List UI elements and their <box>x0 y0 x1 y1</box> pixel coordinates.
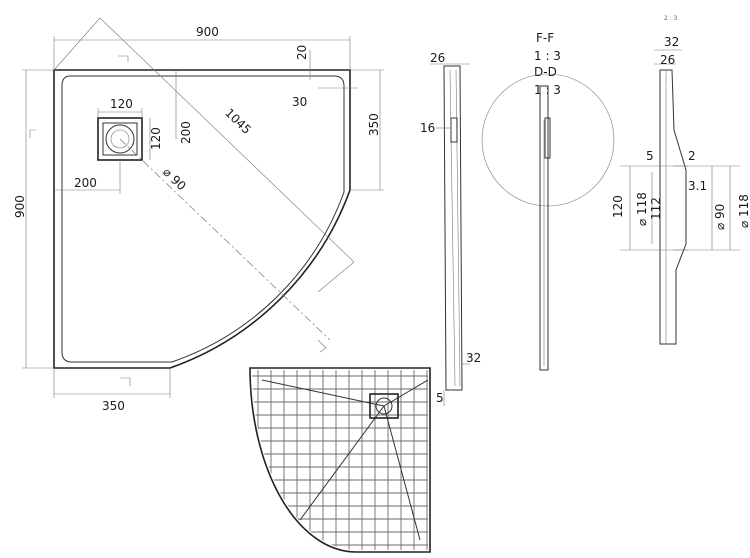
dim-drain-90: ⌀ 90 <box>713 204 727 230</box>
dim-rim-side: 30 <box>292 95 307 109</box>
plan-view: 900 900 350 350 20 30 120 120 200 <box>13 17 384 413</box>
tray-outline <box>53 69 351 369</box>
rib-channel <box>261 379 385 407</box>
dim-drain-32: 32 <box>664 35 679 49</box>
drain-profile <box>659 69 687 345</box>
scale-ff: 1 : 3 <box>534 49 561 63</box>
rib-channel <box>383 405 421 541</box>
dim-drain-left: 200 <box>74 176 97 190</box>
dim-drain-dia: ⌀ 90 <box>160 165 189 193</box>
label-dd: D-D <box>534 65 557 79</box>
dim-drain-h: 120 <box>149 127 163 150</box>
side-section: 26 16 32 5 <box>420 51 481 406</box>
dim-bottom: 350 <box>102 399 125 413</box>
dim-drain-26: 26 <box>660 53 675 67</box>
dim-drain-2: 2 <box>688 149 696 163</box>
dim-drain-112: 112 <box>649 197 663 220</box>
rib-drain-square <box>369 393 399 419</box>
rib-grid <box>252 370 428 550</box>
dim-section-32: 32 <box>466 351 481 365</box>
dim-drain-3-1: 3.1 <box>688 179 707 193</box>
dim-section-edge: 16 <box>420 121 435 135</box>
drain-inner-square <box>102 122 138 156</box>
dim-section-5: 5 <box>436 391 444 405</box>
drain-inner-circle <box>110 129 130 149</box>
dim-drain-top: 200 <box>179 121 193 144</box>
dim-right: 350 <box>367 113 381 136</box>
dim-rim-top: 20 <box>295 45 309 60</box>
drain-circle <box>105 124 135 154</box>
rib-channel <box>299 405 385 521</box>
tray-inner-rim <box>61 75 345 363</box>
label-ff: F-F <box>536 31 554 45</box>
rib-channel <box>383 379 428 407</box>
scale-drain: 2 : 3 <box>664 15 678 22</box>
rib-drain-circle <box>375 397 393 415</box>
detail-outline <box>539 85 549 371</box>
dim-diagonal: 1045 <box>222 106 254 137</box>
detail-ff: F-F 1 : 3 D-D 1 : 3 <box>481 31 615 371</box>
section-outline <box>443 65 463 391</box>
dim-drain-118-r: ⌀ 118 <box>737 194 750 228</box>
dim-height: 900 <box>13 195 27 218</box>
bottom-rib-view <box>249 367 431 553</box>
section-drain <box>450 117 458 143</box>
detail-drain <box>544 117 551 159</box>
dim-drain-120: 120 <box>611 195 625 218</box>
dim-drain-w: 120 <box>110 97 133 111</box>
dim-drain-5: 5 <box>646 149 654 163</box>
dim-drain-118-l: ⌀ 118 <box>635 192 649 226</box>
scale-dd: 1 : 3 <box>534 83 561 97</box>
dim-width: 900 <box>196 25 219 39</box>
drain-section: 2 : 3 32 26 5 2 3.1 120 ⌀ 118 112 ⌀ 90 ⌀… <box>611 15 750 345</box>
dim-section-top: 26 <box>430 51 445 65</box>
rib-outline <box>249 367 431 553</box>
